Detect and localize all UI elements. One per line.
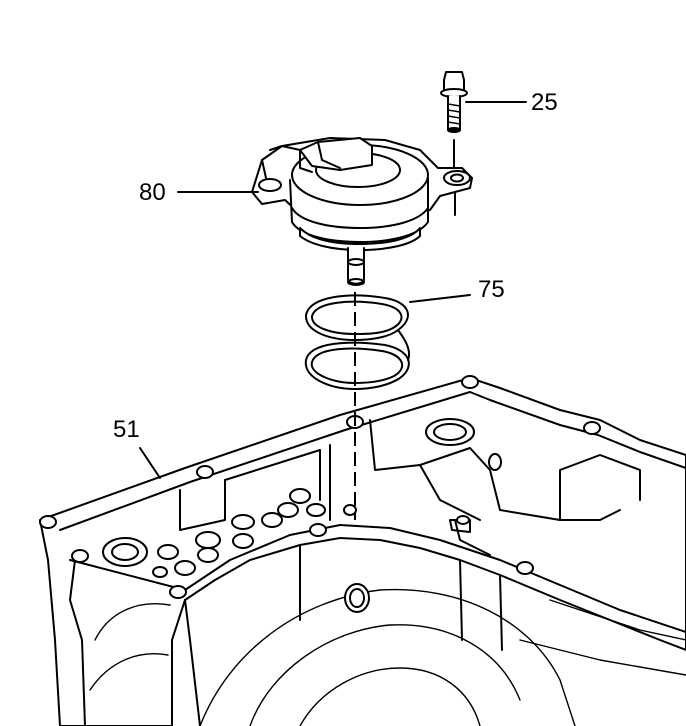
callout-case-label: 51 — [113, 416, 140, 443]
valve-bores — [102, 488, 326, 578]
flange-bolt-holes — [39, 375, 601, 599]
alignment-centerlines — [354, 189, 456, 520]
case-port — [425, 418, 475, 446]
cover-bolt-ear — [443, 170, 471, 186]
callout-seal-label: 75 — [478, 276, 505, 303]
case-drain-hole — [344, 583, 370, 613]
seal-ring — [304, 294, 410, 390]
callout-bolt-label: 25 — [531, 89, 558, 116]
accumulator-cover — [251, 137, 473, 286]
transmission-case — [39, 375, 686, 726]
callout-leaders — [139, 101, 527, 479]
bolt — [440, 71, 468, 169]
callout-cover-label: 80 — [139, 179, 166, 206]
